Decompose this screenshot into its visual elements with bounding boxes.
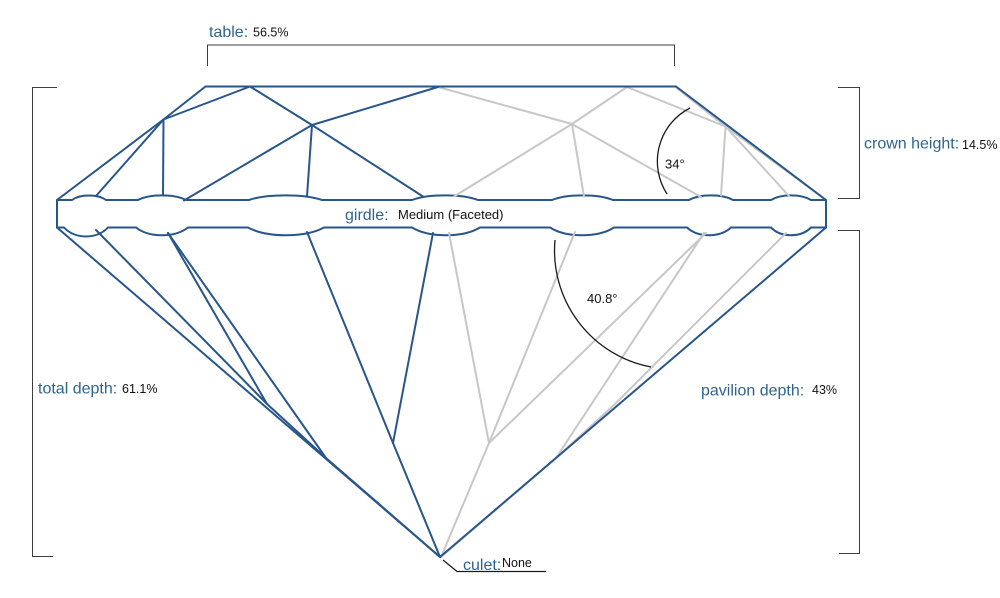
svg-text:None: None: [502, 556, 532, 570]
svg-text:table:: table:: [209, 24, 248, 41]
svg-text:43%: 43%: [812, 383, 837, 397]
svg-text:girdle:: girdle:: [345, 207, 389, 224]
svg-text:56.5%: 56.5%: [253, 26, 288, 40]
svg-text:34°: 34°: [665, 157, 685, 172]
svg-text:total depth:: total depth:: [38, 381, 117, 398]
svg-text:14.5%: 14.5%: [962, 138, 997, 152]
svg-text:pavilion depth:: pavilion depth:: [701, 383, 804, 400]
svg-text:crown height:: crown height:: [864, 136, 959, 153]
svg-text:Medium (Faceted): Medium (Faceted): [398, 207, 503, 222]
svg-text:40.8°: 40.8°: [587, 291, 618, 306]
svg-text:61.1%: 61.1%: [122, 382, 157, 396]
svg-text:culet:: culet:: [463, 557, 501, 574]
